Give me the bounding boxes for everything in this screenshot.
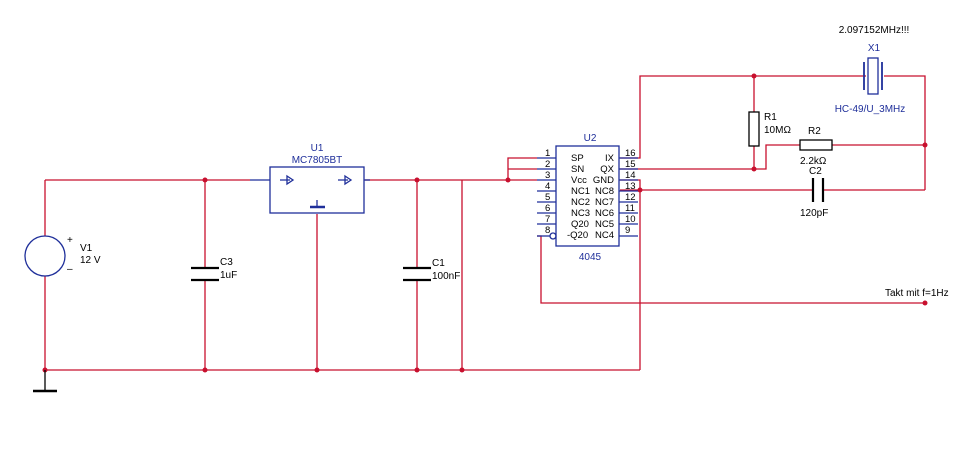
- u2-pin-name: NC1: [571, 186, 590, 197]
- u2-pin-number: 10: [625, 214, 636, 225]
- u2-part: 4045: [579, 252, 602, 263]
- u2-pin-number: 14: [625, 170, 636, 181]
- junction-dot: [637, 187, 643, 193]
- u1-part: MC7805BT: [292, 155, 343, 166]
- v1-ref: V1: [80, 243, 93, 254]
- r2-value: 2.2kΩ: [800, 156, 827, 167]
- clock-output-label: Takt mit f=1Hz: [885, 288, 949, 299]
- c1-ref: C1: [432, 258, 445, 269]
- u2-pin-number: 5: [545, 192, 550, 203]
- u2-left-leads: [537, 157, 556, 237]
- u2-pin-name: SN: [571, 164, 584, 175]
- c3-capacitor[interactable]: C3 1uF: [191, 257, 237, 282]
- r1-resistor[interactable]: R1 10MΩ: [748, 111, 791, 147]
- u2-pin-number: 3: [545, 170, 550, 181]
- u2-pin-name: IX: [605, 153, 615, 164]
- u2-pin-name: Q20: [571, 219, 589, 230]
- u2-4045-ic[interactable]: 1 2 3 4 5 6 7 8 SP SN Vcc NC1 NC2 NC3 Q2…: [537, 133, 638, 263]
- u2-pin-name: NC3: [571, 208, 590, 219]
- x1-frequency-note: 2.097152MHz!!!: [839, 25, 910, 36]
- c2-ref: C2: [809, 166, 822, 177]
- inverted-output-bubble: [549, 232, 557, 240]
- v1-dc-source[interactable]: + – V1 12 V: [24, 235, 101, 277]
- junctions: [42, 73, 928, 373]
- junction-dot: [314, 367, 320, 373]
- junction-dot: [202, 367, 208, 373]
- c1-capacitor[interactable]: C1 100nF: [403, 258, 460, 282]
- u1-ref: U1: [311, 143, 324, 154]
- u2-pin-number: 9: [625, 225, 630, 236]
- u2-pin-name: NC6: [595, 208, 614, 219]
- u2-pin-number: 7: [545, 214, 550, 225]
- u2-pin-name: GND: [593, 175, 614, 186]
- u2-right-leads: [619, 157, 638, 237]
- u2-ref: U2: [584, 133, 597, 144]
- u2-pin-name: NC4: [595, 230, 614, 241]
- input-arrow-icon: [280, 174, 295, 186]
- u2-pin-number: 4: [545, 181, 550, 192]
- r2-ref: R2: [808, 126, 821, 137]
- u2-pin-name: NC2: [571, 197, 590, 208]
- u2-pin-name: -Q20: [567, 230, 588, 241]
- junction-dot: [459, 367, 465, 373]
- junction-dot: [505, 177, 511, 183]
- u2-pin-number: 13: [625, 181, 636, 192]
- u2-pin-name: QX: [600, 164, 614, 175]
- r1-value: 10MΩ: [764, 125, 791, 136]
- c3-ref: C3: [220, 257, 233, 268]
- u2-pin-number: 16: [625, 148, 636, 159]
- u2-pin-name: NC7: [595, 197, 614, 208]
- c2-capacitor[interactable]: C2 120pF: [800, 166, 828, 219]
- x1-ref: X1: [868, 43, 881, 54]
- v1-plus-sign: +: [67, 235, 73, 246]
- junction-dot: [922, 300, 928, 306]
- x1-crystal[interactable]: 2.097152MHz!!! X1 HC-49/U_3MHz: [835, 25, 910, 115]
- u2-pin-number: 15: [625, 159, 636, 170]
- ground-symbol: [33, 370, 57, 393]
- u2-pin-name: Vcc: [571, 175, 587, 186]
- junction-dot: [414, 177, 420, 183]
- v1-minus-sign: –: [67, 264, 73, 275]
- u2-pin-name: NC8: [595, 186, 614, 197]
- qx-wire: [620, 144, 800, 170]
- r1-ref: R1: [764, 112, 777, 123]
- junction-dot: [751, 166, 757, 172]
- c1-value: 100nF: [432, 271, 460, 282]
- junction-dot: [922, 142, 928, 148]
- output-arrow-icon: [338, 174, 353, 186]
- sp-sn-wire: [507, 157, 537, 180]
- u2-pin-number: 6: [545, 203, 550, 214]
- u2-pin-number: 2: [545, 159, 550, 170]
- wires: [44, 75, 926, 371]
- r2-resistor[interactable]: R2 2.2kΩ: [799, 126, 833, 167]
- x1-right-wire: [884, 75, 926, 190]
- u2-pin-number: 12: [625, 192, 636, 203]
- u2-pin-number: 8: [545, 225, 550, 236]
- junction-dot: [751, 73, 757, 79]
- junction-dot: [414, 367, 420, 373]
- u2-pin-name: NC5: [595, 219, 614, 230]
- x1-part: HC-49/U_3MHz: [835, 104, 906, 115]
- c2-value: 120pF: [800, 208, 828, 219]
- v1-value: 12 V: [80, 255, 101, 266]
- u2-pin-name: SP: [571, 153, 584, 164]
- junction-dot: [202, 177, 208, 183]
- u1-voltage-regulator[interactable]: U1 MC7805BT: [250, 143, 370, 214]
- u2-pin-number: 11: [625, 203, 635, 214]
- c3-value: 1uF: [220, 270, 237, 281]
- u2-pin-number: 1: [545, 148, 550, 159]
